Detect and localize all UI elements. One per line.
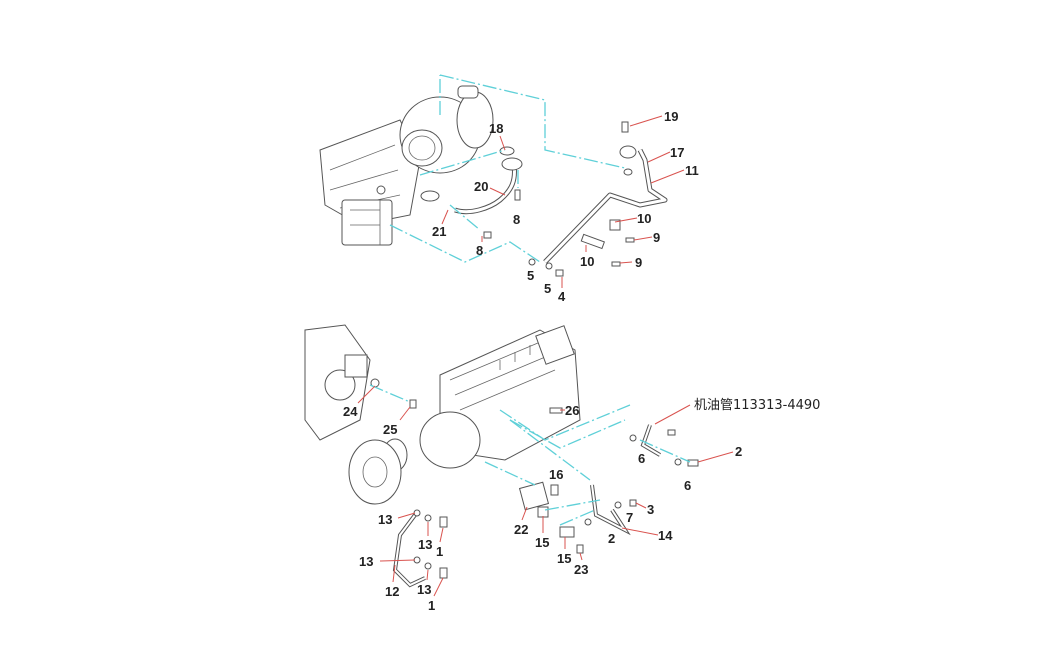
callout-21: 21 bbox=[432, 224, 446, 239]
callout-17: 17 bbox=[670, 145, 684, 160]
callout-4: 4 bbox=[558, 289, 566, 304]
oil-pipe-12 bbox=[392, 509, 448, 588]
injection-pump-assembly bbox=[304, 324, 581, 505]
oil-pipe-113313-4490 bbox=[370, 378, 699, 467]
callout-24: 24 bbox=[343, 404, 358, 419]
callout-25: 25 bbox=[383, 422, 397, 437]
callout-6: 6 bbox=[638, 451, 645, 466]
callout-7: 7 bbox=[626, 510, 633, 525]
callout-11: 11 bbox=[685, 163, 699, 178]
callout-12: 12 bbox=[385, 584, 399, 599]
callout-13: 13 bbox=[378, 512, 392, 527]
callout-16: 16 bbox=[549, 467, 563, 482]
callouts-top: 19 18 17 11 20 8 10 21 9 8 10 9 5 5 4 bbox=[432, 109, 699, 304]
callout-1: 1 bbox=[428, 598, 435, 613]
callout-14: 14 bbox=[658, 528, 673, 543]
callout-9: 9 bbox=[635, 255, 642, 270]
callout-10: 10 bbox=[637, 211, 651, 226]
callout-2: 2 bbox=[735, 444, 742, 459]
callout-10: 10 bbox=[580, 254, 594, 269]
callout-23: 23 bbox=[574, 562, 588, 577]
callout-26: 26 bbox=[565, 403, 579, 418]
guide-lines-bottom bbox=[369, 384, 691, 526]
oil-pipe-part-label: 机油管113313-4490 bbox=[694, 398, 820, 413]
callout-22: 22 bbox=[514, 522, 528, 537]
callout-3: 3 bbox=[647, 502, 654, 517]
callout-9: 9 bbox=[653, 230, 660, 245]
callout-8: 8 bbox=[513, 212, 520, 227]
callout-2: 2 bbox=[608, 531, 615, 546]
guide-lines-top bbox=[389, 74, 626, 263]
callout-1: 1 bbox=[436, 544, 443, 559]
callout-13: 13 bbox=[359, 554, 373, 569]
callout-13: 13 bbox=[418, 537, 432, 552]
callout-18: 18 bbox=[489, 121, 503, 136]
callout-20: 20 bbox=[474, 179, 488, 194]
callout-19: 19 bbox=[664, 109, 678, 124]
callout-15: 15 bbox=[557, 551, 571, 566]
oil-pipe-20 bbox=[420, 146, 523, 239]
callout-5: 5 bbox=[544, 281, 551, 296]
callout-15: 15 bbox=[535, 535, 549, 550]
callouts-bottom: 24 25 26 机油管113313-4490 6 2 6 16 3 7 13 … bbox=[343, 385, 820, 613]
turbocharger-assembly bbox=[319, 85, 494, 246]
callout-13: 13 bbox=[417, 582, 431, 597]
callout-5: 5 bbox=[527, 268, 534, 283]
oil-pipe-11 bbox=[528, 121, 668, 277]
callout-6: 6 bbox=[684, 478, 691, 493]
callout-8: 8 bbox=[476, 243, 483, 258]
